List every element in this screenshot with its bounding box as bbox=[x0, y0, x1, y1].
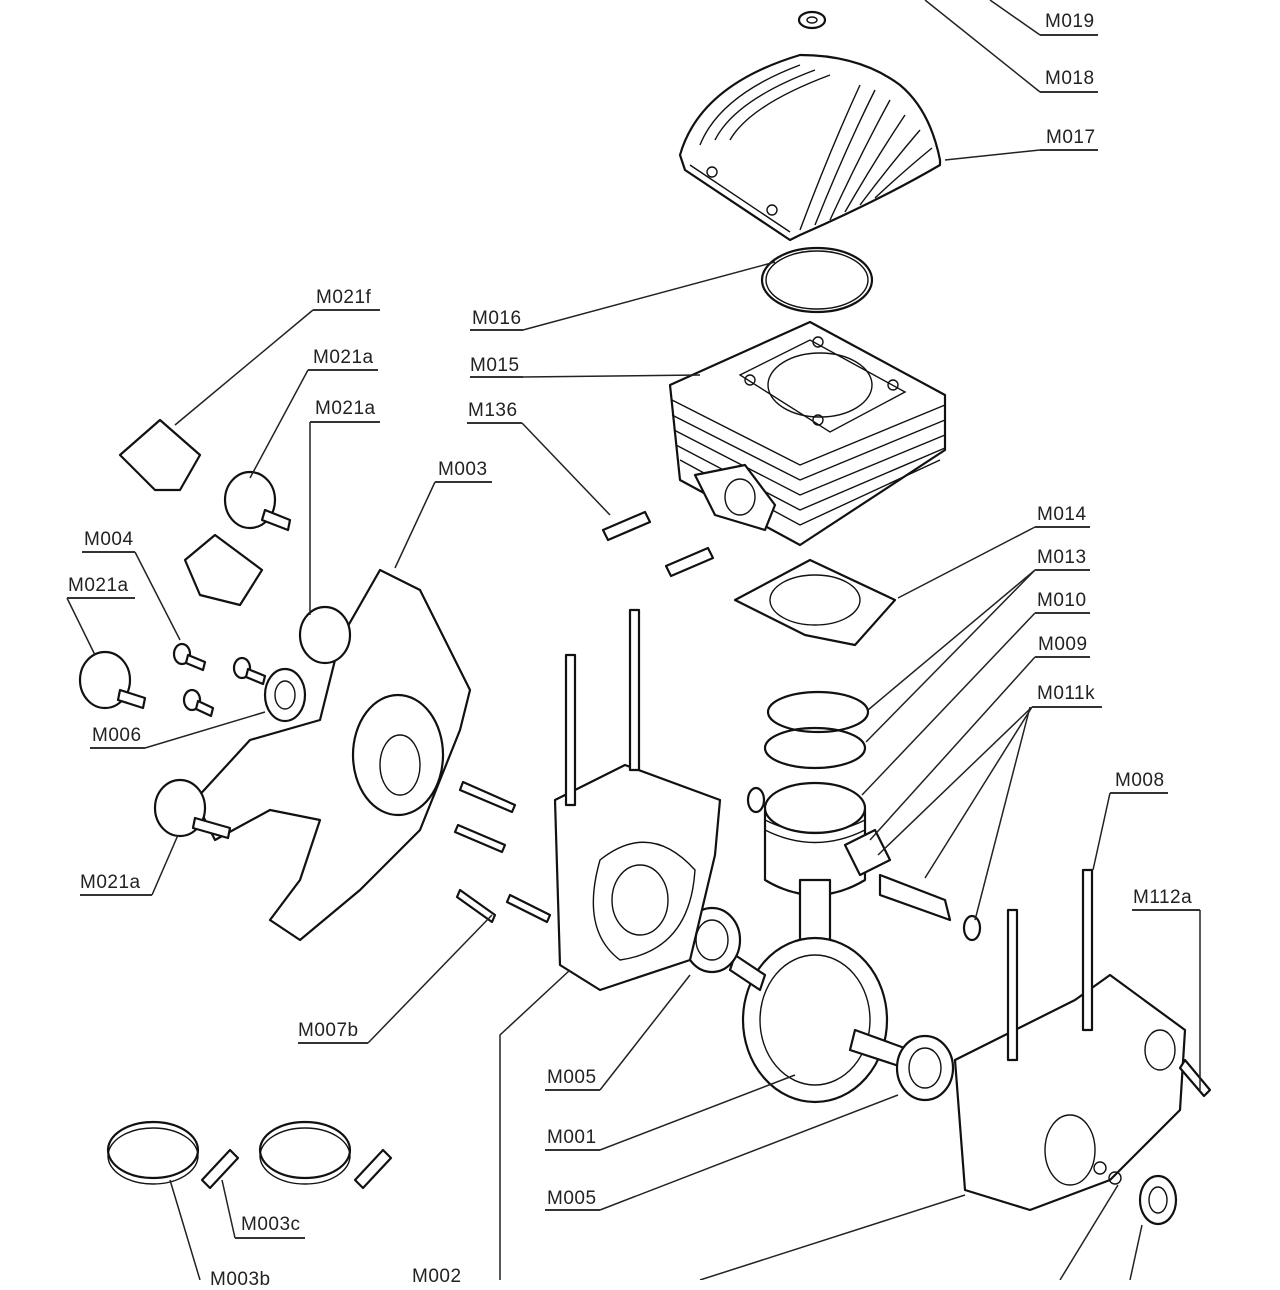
label-m011k: M011k bbox=[1037, 683, 1096, 704]
cylinder-head-part bbox=[678, 53, 942, 242]
dowel-pin-part bbox=[601, 510, 715, 578]
rubber-mount-part bbox=[78, 418, 352, 840]
label-m021a: M021a bbox=[313, 347, 374, 368]
label-m003c: M003c bbox=[241, 1214, 301, 1235]
engine-mount-part bbox=[193, 568, 472, 942]
label-m009: M009 bbox=[1038, 634, 1088, 655]
label-m006: M006 bbox=[92, 725, 142, 746]
piston-part bbox=[763, 781, 867, 896]
crankshaft-part bbox=[728, 878, 912, 1104]
label-m136: M136 bbox=[468, 400, 518, 421]
wrist-pin-part bbox=[746, 786, 982, 942]
label-m005: M005 bbox=[547, 1188, 597, 1209]
head-gasket-part bbox=[760, 246, 874, 314]
right-crankcase-part bbox=[953, 868, 1212, 1226]
base-gasket-part bbox=[733, 558, 897, 647]
label-m017: M017 bbox=[1046, 127, 1096, 148]
label-m007b: M007b bbox=[298, 1020, 359, 1041]
cylinder-part bbox=[668, 320, 947, 547]
label-m010: M010 bbox=[1037, 590, 1087, 611]
label-m005: M005 bbox=[547, 1067, 597, 1088]
label-m021a: M021a bbox=[68, 575, 129, 596]
label-m112a: M112a bbox=[1133, 887, 1193, 908]
label-m021a: M021a bbox=[315, 398, 376, 419]
label-m003b: M003b bbox=[210, 1269, 271, 1290]
hose-clamp-part bbox=[106, 1120, 393, 1190]
label-m003: M003 bbox=[438, 459, 488, 480]
bearing-part bbox=[682, 906, 955, 1102]
label-m014: M014 bbox=[1037, 504, 1087, 525]
mount-screw-part bbox=[172, 642, 307, 723]
screw-part bbox=[453, 780, 552, 924]
label-m016: M016 bbox=[472, 308, 522, 329]
label-m021f: M021f bbox=[316, 287, 372, 308]
leader-lines bbox=[66, 0, 1201, 1280]
label-m002: M002 bbox=[412, 1266, 462, 1287]
label-m018: M018 bbox=[1045, 68, 1095, 89]
label-m019: M019 bbox=[1045, 11, 1095, 32]
label-m008: M008 bbox=[1115, 770, 1165, 791]
label-m004: M004 bbox=[84, 529, 134, 550]
piston-ring-part bbox=[763, 690, 870, 770]
label-m001: M001 bbox=[547, 1127, 597, 1148]
label-m015: M015 bbox=[470, 355, 520, 376]
washer-part bbox=[797, 10, 827, 30]
label-m013: M013 bbox=[1037, 547, 1087, 568]
left-crankcase-part bbox=[553, 608, 722, 992]
label-m021a: M021a bbox=[80, 872, 141, 893]
